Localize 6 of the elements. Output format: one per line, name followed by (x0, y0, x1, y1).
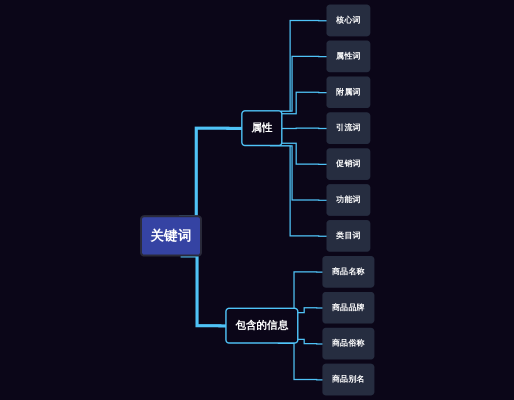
connector (180, 254, 226, 328)
connector (282, 128, 327, 130)
connector (282, 92, 327, 114)
connector (298, 307, 323, 314)
connector (282, 142, 327, 166)
connector (298, 338, 323, 345)
